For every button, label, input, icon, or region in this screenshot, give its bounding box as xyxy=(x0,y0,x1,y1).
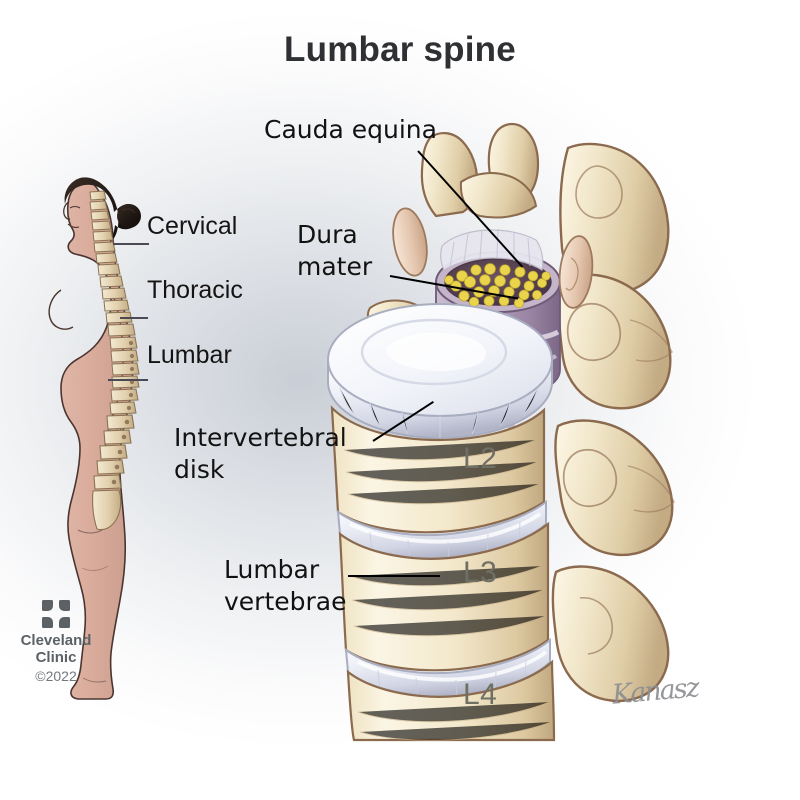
leader-lumbar xyxy=(108,379,148,381)
copyright-notice: ©2022 xyxy=(35,667,77,684)
facet-detail-l2 xyxy=(566,303,622,362)
label-dura-mater-line1: Dura xyxy=(297,220,358,249)
annulus-fibers xyxy=(339,387,539,438)
intervertebral-disk-l3-l4 xyxy=(344,637,551,701)
label-lumbar: Lumbar xyxy=(147,341,232,369)
level-label-l4: L4 xyxy=(463,678,498,711)
facet-detail-l4 xyxy=(579,597,613,655)
hair-strand xyxy=(122,208,136,214)
spine-column xyxy=(89,190,140,531)
calf-contour xyxy=(81,565,109,571)
nose-profile xyxy=(63,201,71,220)
hair xyxy=(64,177,140,243)
lumbar-spine-diagram xyxy=(327,120,800,742)
facet-mass-l3 xyxy=(554,419,674,557)
label-dura-mater-line2: mater xyxy=(297,252,373,281)
l2-trabeculae xyxy=(343,439,541,505)
disk-highlight xyxy=(386,332,486,371)
facet-detail-l3 xyxy=(562,449,618,508)
label-intervertebral-disk-line2: disk xyxy=(174,455,225,484)
pedicle-trabecula xyxy=(565,257,579,291)
disk-l2-l3-highlight xyxy=(349,512,542,544)
pedicle-cut-left xyxy=(392,207,428,277)
hair-bun xyxy=(117,204,141,228)
cauda-equina-nerve-roots xyxy=(444,263,551,309)
nucleus-pulposus-outline xyxy=(360,318,508,386)
transverse-process-l3 xyxy=(627,465,675,513)
disk-l3-l4-highlight xyxy=(357,650,548,682)
breast-contour xyxy=(48,289,74,330)
label-lumbar-vertebrae-line1: Lumbar xyxy=(224,555,320,584)
logo-name-line1: Cleveland xyxy=(20,632,92,649)
female-body-diagram xyxy=(28,138,208,718)
level-label-l2: L2 xyxy=(463,442,498,475)
label-cauda-equina: Cauda equina xyxy=(264,115,437,144)
intervertebral-disk-top xyxy=(327,303,553,440)
logo-name-line2: Clinic xyxy=(35,648,77,666)
leader-cervical xyxy=(113,243,149,245)
vertebral-body-l2 xyxy=(330,405,546,534)
leader-lumbar-vertebrae xyxy=(348,575,440,577)
posterior-elements xyxy=(420,122,675,703)
page-title: Lumbar spine xyxy=(284,30,516,69)
eye-line xyxy=(69,205,81,209)
level-label-l3: L3 xyxy=(463,556,498,589)
ligament-fibers xyxy=(449,228,531,269)
disk-annulus-wall xyxy=(327,359,553,440)
facet-mass-l4 xyxy=(551,565,670,703)
ankle-line xyxy=(82,677,107,683)
l4-trabeculae xyxy=(357,701,553,741)
facet-detail-l1 xyxy=(575,165,623,219)
label-lumbar-vertebrae-line2: vertebrae xyxy=(224,587,347,616)
mouth-line xyxy=(67,223,80,228)
sacrum xyxy=(92,489,122,531)
pedicle-cut-surfaces xyxy=(392,207,594,309)
l3-trabeculae xyxy=(349,565,547,637)
transverse-process-l2 xyxy=(629,319,673,362)
cleveland-clinic-logo: Cleveland Clinic ©2022 xyxy=(8,600,104,684)
facet-mass-l2 xyxy=(557,273,672,410)
leader-thoracic xyxy=(120,317,148,319)
label-thoracic: Thoracic xyxy=(147,276,243,304)
vertebral-body-l4 xyxy=(346,659,556,742)
label-intervertebral-disk-line1: Intervertebral xyxy=(174,423,347,452)
label-cervical: Cervical xyxy=(147,212,238,240)
knee-crease xyxy=(77,529,103,534)
cleveland-clinic-mark-icon xyxy=(42,600,70,628)
